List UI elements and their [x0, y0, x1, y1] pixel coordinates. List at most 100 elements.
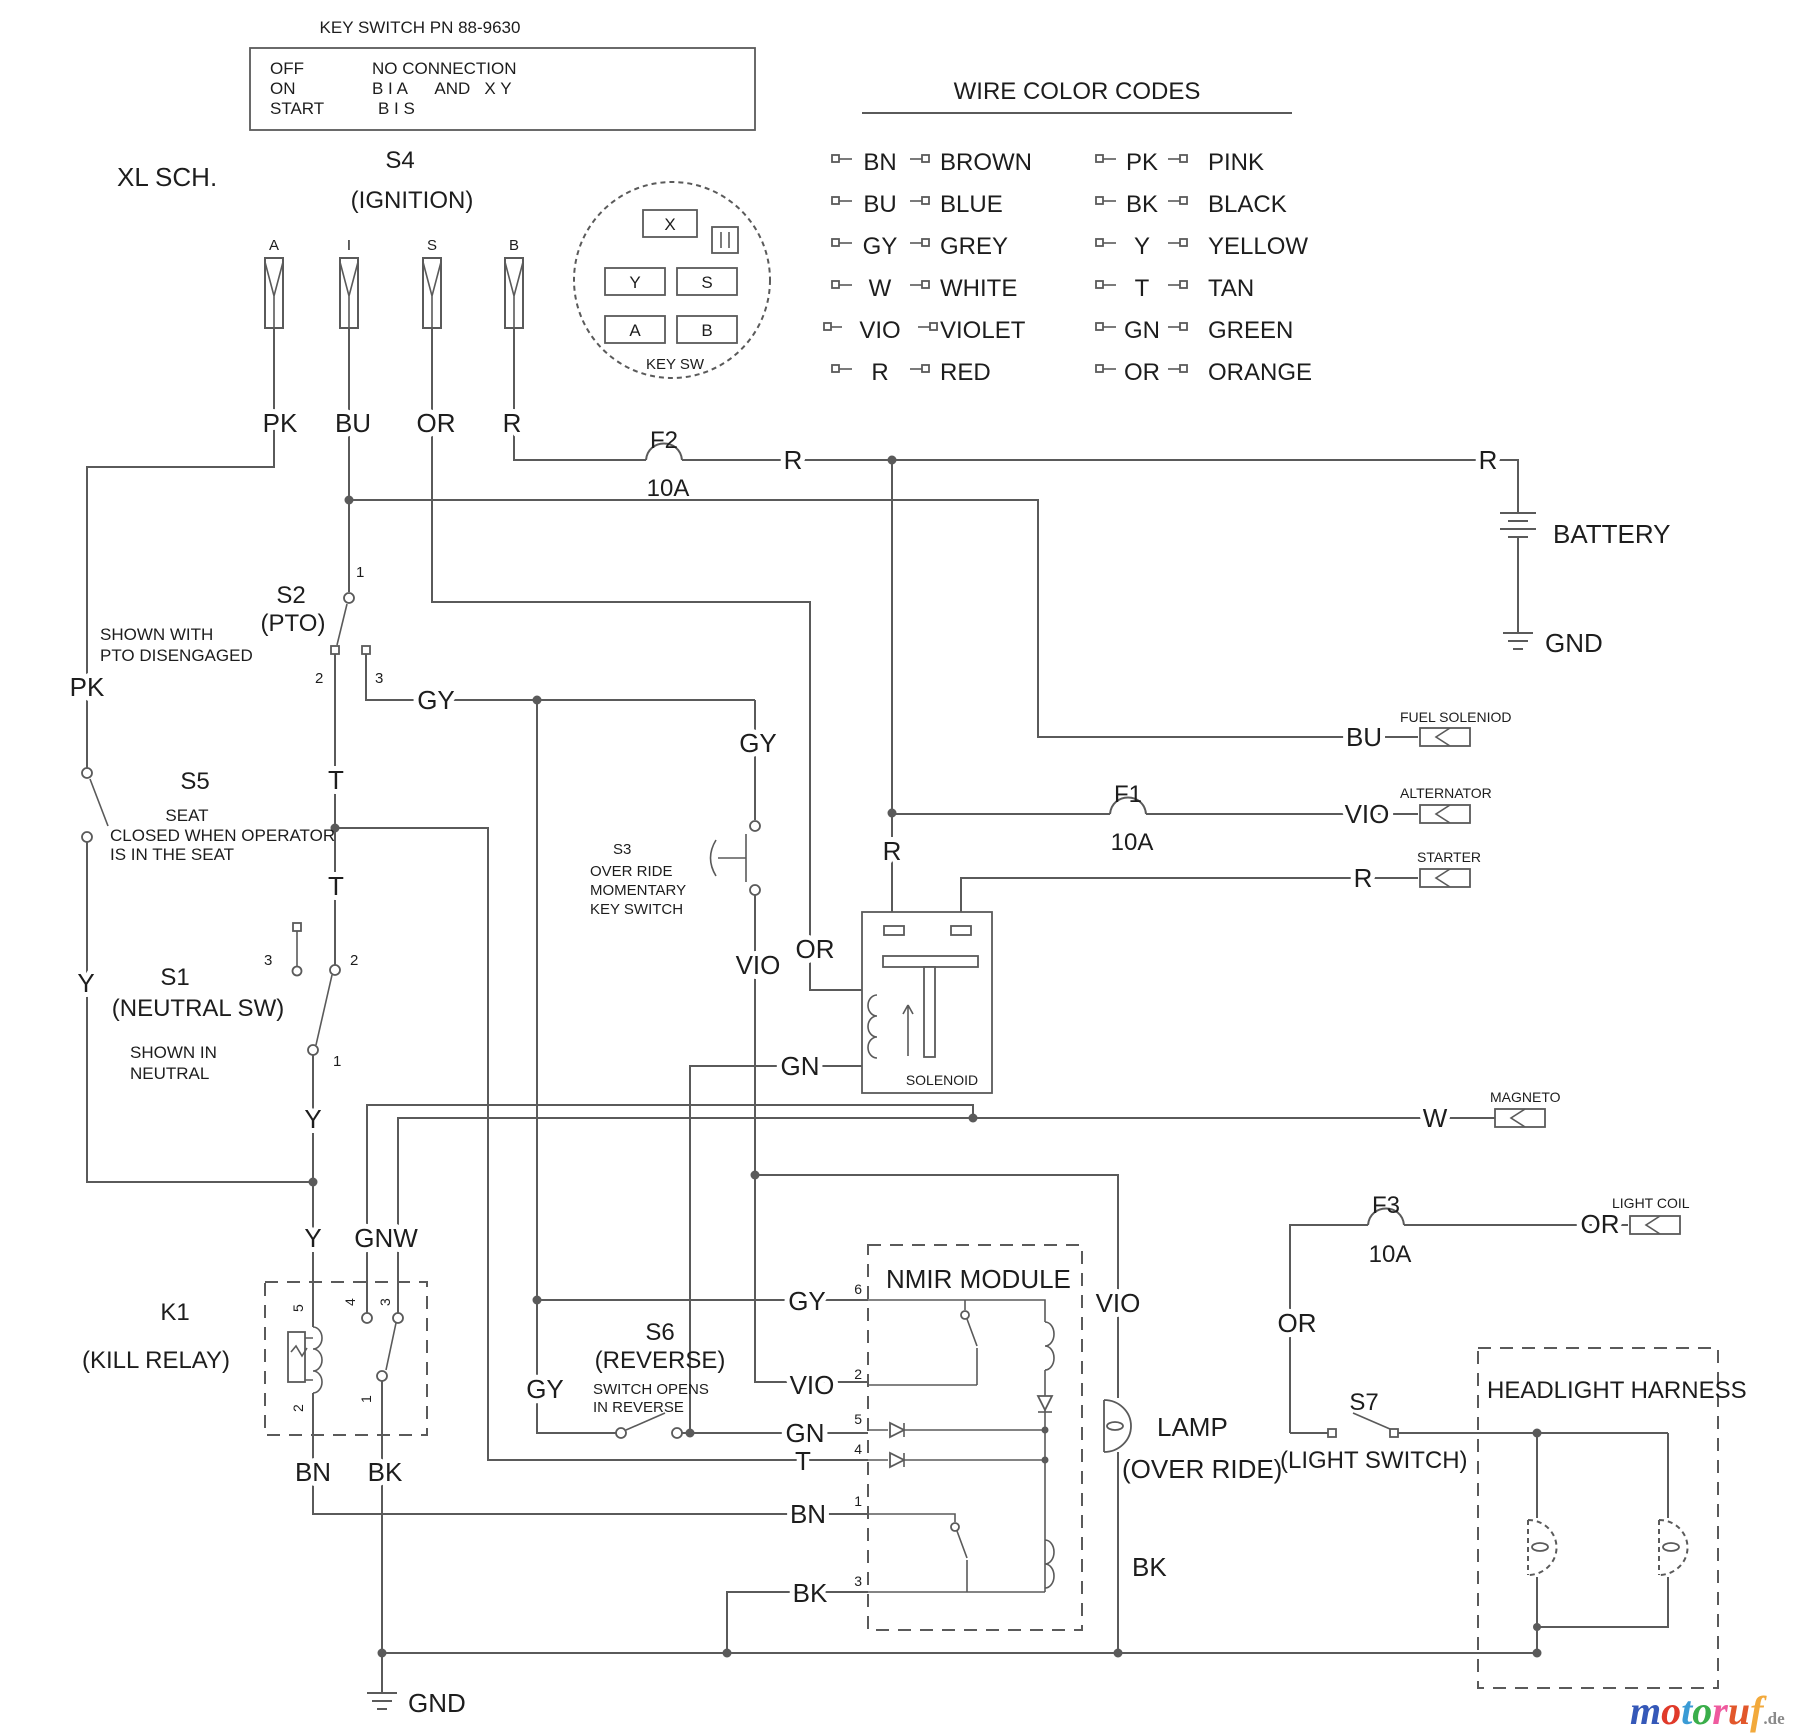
headlamp-icon	[1527, 1519, 1558, 1576]
light-coil-connector: LIGHT COIL	[1612, 1195, 1690, 1235]
s1-note1: SHOWN IN	[130, 1043, 217, 1062]
wire-label-r: R	[503, 408, 522, 438]
s4-sub-label: (IGNITION)	[351, 187, 474, 214]
f3-amps: 10A	[1369, 1241, 1412, 1268]
f2-label: F2	[650, 427, 678, 454]
k1-box	[264, 1281, 428, 1436]
terminal-b-label: B	[509, 237, 519, 254]
gnd-right-label: GND	[1545, 628, 1603, 658]
logo-text: motoruf.de	[1630, 1688, 1785, 1733]
battery: BATTERY GND	[1500, 512, 1671, 658]
wcc-code: GY	[863, 233, 898, 260]
s6-note1: SWITCH OPENS	[593, 1381, 709, 1398]
key-pin-y: Y	[629, 273, 640, 292]
wire-label-y: Y	[304, 1104, 321, 1134]
ground-icon	[367, 1692, 397, 1710]
s2-pto-switch: 1 2 3 S2 (PTO) SHOWN WITH PTO DISENGAGED	[100, 564, 383, 687]
wcc-code: BU	[863, 191, 896, 218]
k1-pin3: 3	[377, 1298, 393, 1306]
terminal-s-label: S	[427, 237, 437, 254]
s1-pin1: 1	[333, 1053, 341, 1070]
key-pin-x: X	[664, 215, 675, 234]
wcc-code: BN	[863, 149, 896, 176]
nmir-pin2: 2	[854, 1366, 862, 1382]
s1-note2: NEUTRAL	[130, 1064, 209, 1083]
wire-label-vio: VIO	[790, 1370, 835, 1400]
f1-amps: 10A	[1111, 829, 1154, 856]
wire-label-gy: GY	[526, 1374, 564, 1404]
s6-reverse-switch: S6 (REVERSE) SWITCH OPENS IN REVERSE	[593, 1319, 725, 1439]
wire-label-gy: GY	[739, 728, 777, 758]
motoruf-logo: motoruf.de	[1630, 1688, 1785, 1733]
s3-label: S3	[613, 841, 631, 858]
wcc-name: BLACK	[1208, 191, 1287, 218]
s2-pin3: 3	[375, 670, 383, 687]
wcc-entries: BN BROWN PK PINK BU BLUE BK BLACK GY GRE…	[823, 149, 1312, 386]
s2-note1: SHOWN WITH	[100, 625, 213, 644]
key-slot-icon	[711, 226, 739, 254]
wire-label-gy: GY	[417, 685, 455, 715]
starter-solenoid: SOLENOID	[861, 911, 993, 1094]
nmir-pin6: 6	[854, 1281, 862, 1297]
wire-label-w: W	[1423, 1103, 1448, 1133]
wire-label-r: R	[1354, 863, 1373, 893]
wire-label-or: OR	[1581, 1209, 1620, 1239]
fuel-solenoid-label: FUEL SOLENIOD	[1400, 709, 1512, 725]
wire-label-bn: BN	[295, 1457, 331, 1487]
nmir-label: NMIR MODULE	[886, 1264, 1071, 1294]
k1-pin2: 2	[290, 1404, 306, 1412]
k1-label: K1	[160, 1299, 189, 1326]
k1-sub-label: (KILL RELAY)	[82, 1347, 230, 1374]
s5-note2: IS IN THE SEAT	[110, 845, 234, 864]
fuel-solenoid-connector: FUEL SOLENIOD	[1400, 709, 1512, 747]
s7-label: S7	[1349, 1389, 1378, 1416]
key-plug-circle	[573, 181, 771, 379]
wcc-name: GREEN	[1208, 317, 1293, 344]
s2-sub-label: (PTO)	[261, 610, 326, 637]
wcc-code: PK	[1126, 149, 1158, 176]
wcc-code: BK	[1126, 191, 1158, 218]
terminal-a-label: A	[269, 237, 279, 254]
table-off: OFF	[270, 59, 304, 78]
ground-icon	[1503, 632, 1533, 650]
wcc-name: GREY	[940, 233, 1008, 260]
wire-label-pk: PK	[70, 672, 105, 702]
terminal-i-label: I	[347, 237, 351, 254]
wcc-code: W	[869, 275, 892, 302]
wcc-name: WHITE	[940, 275, 1017, 302]
k1-kill-relay: K1 (KILL RELAY) 5 2 4 3 1	[82, 1281, 428, 1436]
key-switch-table-box	[249, 47, 756, 131]
s2-label: S2	[276, 582, 305, 609]
wire-label-r: R	[883, 836, 902, 866]
wcc-name: TAN	[1208, 275, 1254, 302]
s6-note2: IN REVERSE	[593, 1399, 684, 1416]
s4-ignition: S4 (IGNITION) A I S B	[264, 147, 524, 329]
wire-label-t: T	[795, 1446, 811, 1476]
wcc-code: R	[871, 359, 888, 386]
override-lamp: LAMP (OVER RIDE)	[1103, 1399, 1282, 1484]
f1-label: F1	[1114, 781, 1142, 808]
wire-label-bk: BK	[1132, 1552, 1167, 1582]
alternator-label: ALTERNATOR	[1400, 785, 1492, 801]
nmir-pin3: 3	[854, 1573, 862, 1589]
light-coil-label: LIGHT COIL	[1612, 1195, 1690, 1211]
k1-pin5: 5	[290, 1304, 306, 1312]
s3-note3: KEY SWITCH	[590, 901, 683, 918]
lamp-sub-label: (OVER RIDE)	[1122, 1454, 1282, 1484]
wire-label-or: OR	[1278, 1308, 1317, 1338]
s3-note2: MOMENTARY	[590, 882, 686, 899]
k1-pin1: 1	[358, 1395, 374, 1403]
wire-color-codes: WIRE COLOR CODES BN BROWN PK PINK BU BLU…	[823, 78, 1312, 386]
wire-label-bu: BU	[1346, 722, 1382, 752]
s4-label: S4	[385, 147, 414, 174]
nmir-module: NMIR MODULE 6 2 5 4 1 3	[854, 1244, 1083, 1631]
headlight-harness-label: HEADLIGHT HARNESS	[1487, 1377, 1747, 1404]
wire-label-y: Y	[77, 968, 94, 998]
wcc-name: PINK	[1208, 149, 1264, 176]
key-switch-table: KEY SWITCH PN 88-9630 OFF NO CONNECTION …	[249, 18, 756, 131]
s6-label: S6	[645, 1319, 674, 1346]
s1-neutral-switch: 3 2 1 S1 (NEUTRAL SW) SHOWN IN NEUTRAL	[112, 922, 358, 1083]
wcc-code: T	[1135, 275, 1150, 302]
